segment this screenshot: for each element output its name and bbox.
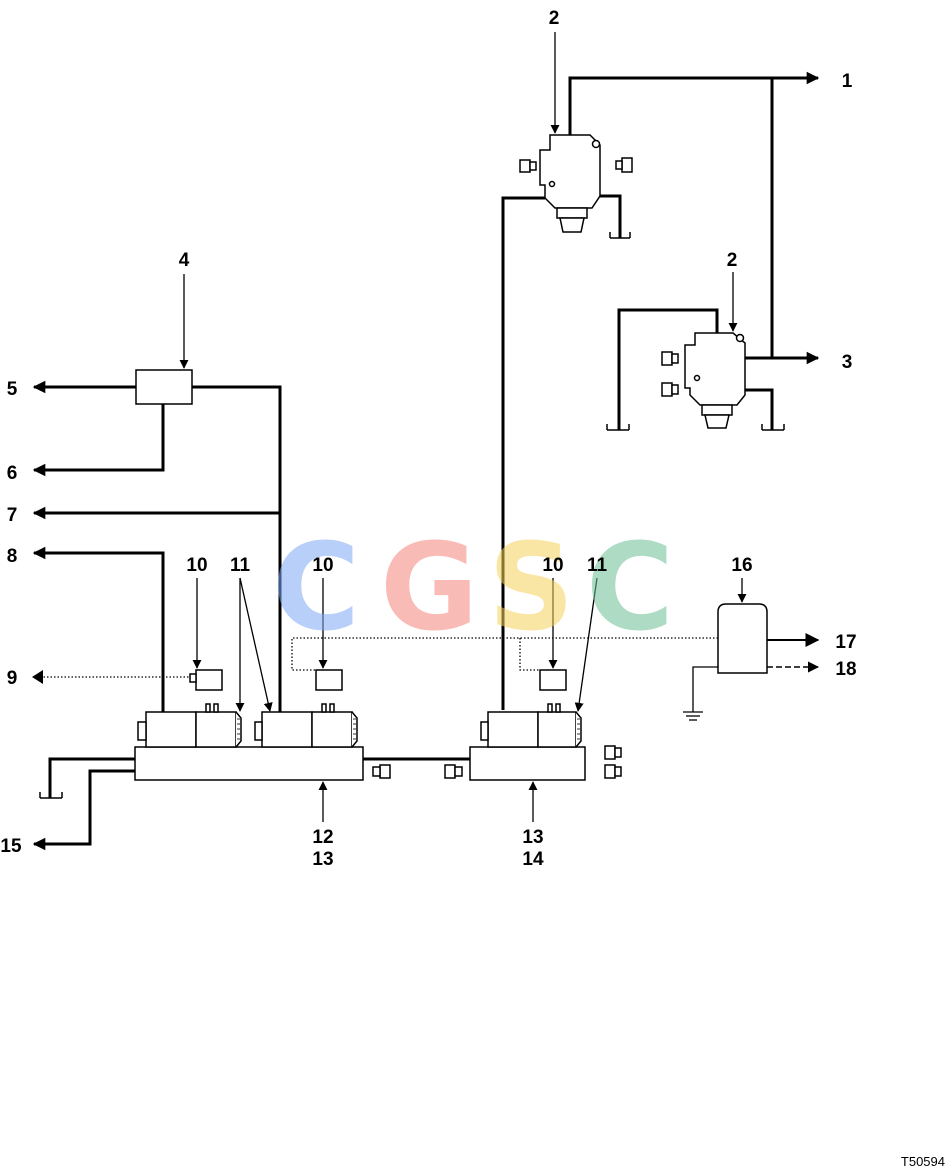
line-valve2b-left [617,308,719,430]
watermark-letter-1: C [272,519,360,658]
line-4-right [192,385,282,712]
label-12: 12 [312,827,333,848]
label-17: 17 [835,632,856,653]
line-to-6 [32,403,165,477]
tank-symbols [39,232,785,799]
line-signal-top [291,637,718,671]
label-13-left: 13 [312,849,333,870]
signal-lines [42,637,820,721]
connectors-10 [189,669,567,691]
line-ground [692,666,718,712]
label-2-lower: 2 [727,250,738,271]
watermark-letter-3: S [488,519,574,658]
line-to-8 [32,546,165,712]
label-14: 14 [522,849,544,870]
arrow-9 [32,670,43,684]
valve-block-left [134,703,391,781]
pressure-lines [32,71,820,851]
label-18: 18 [835,659,856,680]
label-1: 1 [842,71,853,92]
label-11-right: 11 [587,555,608,576]
line-to-15 [32,769,135,851]
label-2-upper: 2 [549,8,560,29]
watermark: C G S C [272,519,674,658]
line-block-drain [48,757,135,798]
control-unit-16 [717,603,768,674]
watermark-letter-4: C [586,519,674,658]
label-13-right: 13 [522,827,543,848]
watermark-letter-2: G [380,519,479,658]
component-4-box [135,369,193,405]
label-10-middle: 10 [312,555,333,576]
line-to-1 [568,71,820,135]
label-11-left: 11 [230,555,251,576]
figure-code: T50594 [901,1154,945,1169]
label-16: 16 [731,555,752,576]
pressure-valve-lower [661,332,746,429]
label-10-right: 10 [542,555,563,576]
valve-block-right [444,703,622,781]
label-9: 9 [7,668,18,689]
line-valve2-drain [598,194,622,238]
pressure-valve-upper [519,134,633,233]
label-15: 15 [0,836,22,857]
line-valve2-to-block14 [501,196,545,710]
line-signal-right [519,638,540,671]
label-3: 3 [842,352,853,373]
label-6: 6 [7,463,18,484]
label-5: 5 [7,379,18,400]
label-10-left: 10 [186,555,207,576]
line-valve2b-drain [740,388,774,430]
label-4: 4 [179,250,190,271]
label-8: 8 [7,546,18,567]
callout-labels: 1 2 2 3 4 5 6 7 8 9 10 11 10 10 11 16 17… [0,8,856,870]
label-7: 7 [7,505,18,526]
leader-lines [179,32,747,822]
